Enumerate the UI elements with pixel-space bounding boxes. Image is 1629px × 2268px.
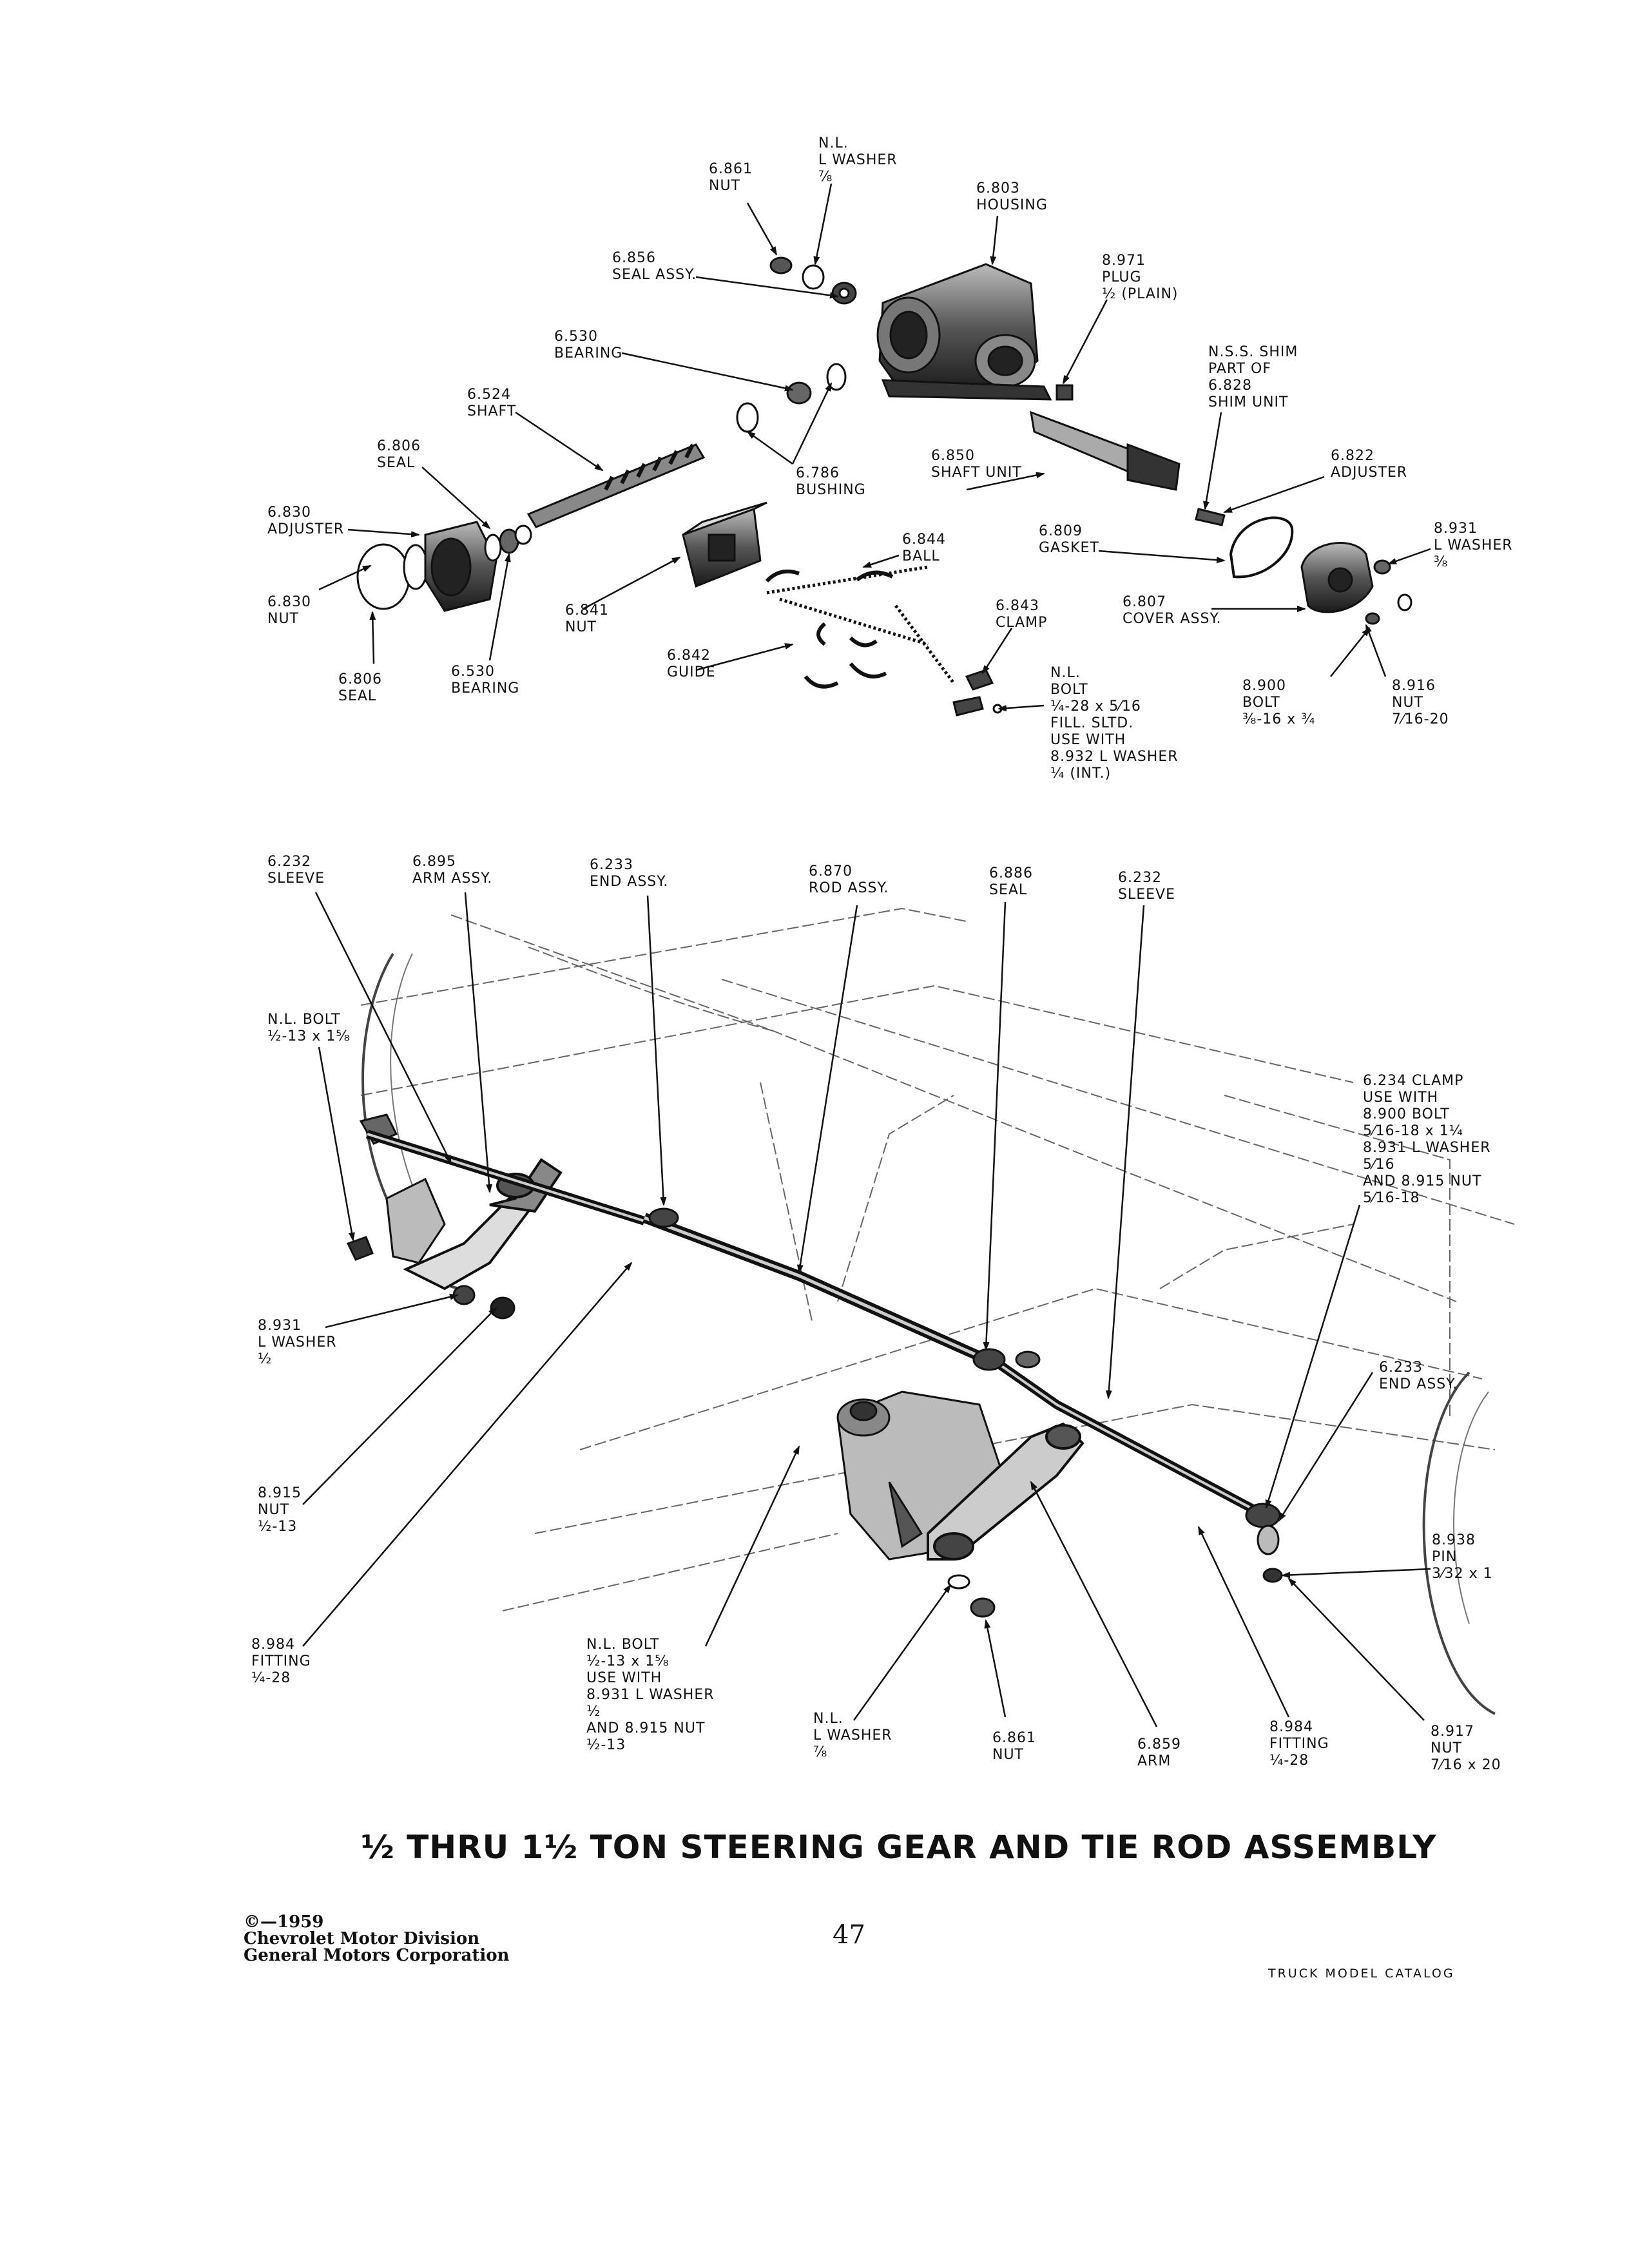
worm-shaft-part: [526, 443, 706, 528]
rod-joints: [648, 1207, 1283, 1583]
left-end-parts: [356, 521, 532, 612]
sector-shaft-part: [1030, 410, 1181, 491]
catalog-name: TRUCK MODEL CATALOG: [1268, 1966, 1455, 1981]
adjuster-screw-part: [1195, 508, 1226, 526]
copyright-division: Chevrolet Motor Division: [244, 1929, 480, 1948]
copyright-year: ©—1959: [244, 1912, 324, 1932]
idler-arm: [927, 1422, 1084, 1561]
copyright-block: ©—1959 Chevrolet Motor Division General …: [244, 1914, 509, 1964]
page-title: ½ THRU 1½ TON STEERING GEAR AND TIE ROD …: [361, 1829, 1437, 1866]
page-number: 47: [833, 1920, 865, 1950]
bearing-bushing-parts: [736, 363, 847, 433]
cover-fasteners: [1365, 559, 1412, 625]
gasket-part: [1229, 516, 1294, 579]
ball-nut-part: [682, 501, 767, 588]
housing-part: [876, 263, 1052, 401]
leader-lines-bottom: [302, 892, 1431, 1727]
cover-part: [1300, 542, 1374, 613]
top-small-parts: [769, 256, 857, 305]
exploded-steering-gear: [356, 256, 1412, 716]
right-wheel-outline: [1422, 1371, 1496, 1715]
copyright-corporation: General Motors Corporation: [244, 1946, 510, 1965]
clamp-bolt-part: [952, 669, 1003, 716]
ball-guides-part: [765, 565, 955, 689]
chassis-frame-outline: [360, 907, 1515, 1611]
leader-lines-top: [318, 183, 1431, 712]
plug-part: [1055, 384, 1074, 401]
chassis-tie-rod-assembly: [346, 907, 1515, 1715]
